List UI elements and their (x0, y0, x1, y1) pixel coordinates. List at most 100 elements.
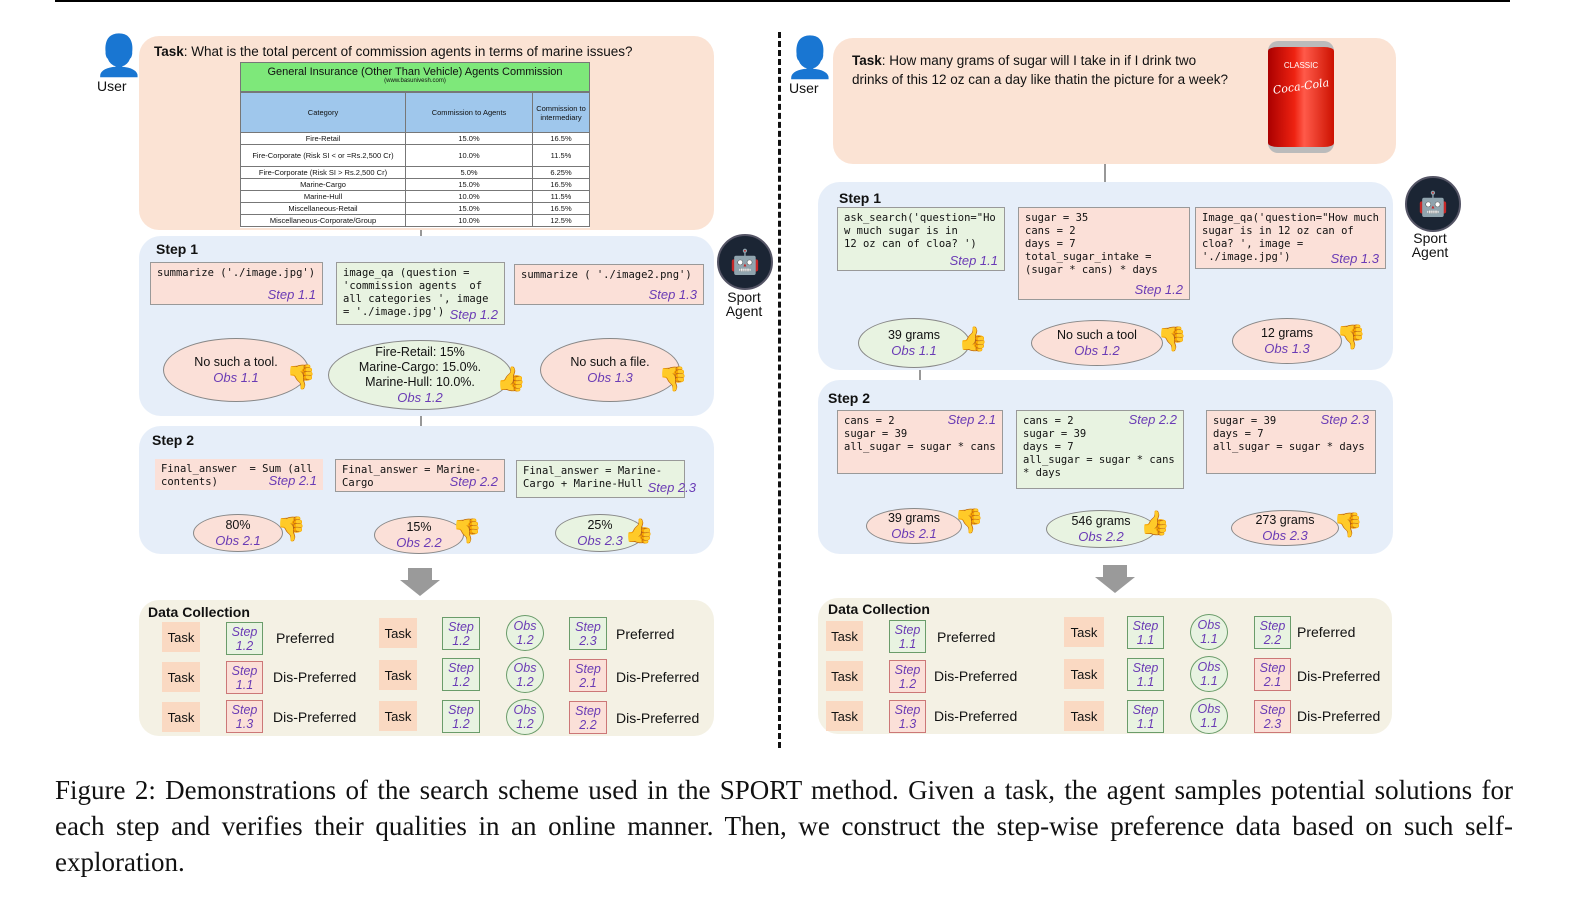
preference-label: Dis-Preferred (1297, 708, 1381, 724)
user-label: User (789, 80, 819, 96)
task-chip: Task (826, 701, 863, 731)
thumbs-down-icon: 👎 (452, 518, 482, 545)
preference-label: Dis-Preferred (934, 708, 1018, 724)
thumbs-down-icon: 👎 (276, 516, 306, 543)
commission-table: Category Commission to Agents Commission… (240, 92, 590, 227)
step-label: Step 1.2 (1134, 282, 1183, 297)
thumbs-up-icon: 👍 (958, 326, 988, 353)
thumbs-down-icon: 👎 (1333, 512, 1363, 539)
step-label: Step 1.3 (648, 287, 697, 302)
observation-ellipse: No such a file.Obs 1.3 (540, 338, 680, 402)
observation-ellipse: 80%Obs 2.1 (193, 514, 283, 552)
top-rule (55, 0, 1510, 2)
preference-label: Dis-Preferred (616, 710, 700, 726)
observation-ellipse: 15%Obs 2.2 (374, 516, 464, 554)
thumbs-up-icon: 👍 (624, 518, 654, 545)
task-chip: Task (162, 702, 200, 732)
action-box: ask_search('question="Ho w much sugar is… (837, 207, 1005, 271)
table-header: Category (240, 92, 406, 133)
step-label: Step 1.2 (449, 307, 498, 322)
task-chip: Task (1064, 701, 1104, 731)
preference-label: Preferred (616, 626, 675, 642)
thumbs-down-icon: 👎 (658, 366, 688, 393)
action-box: cans = 2 sugar = 39 days = 7 all_sugar =… (1016, 410, 1184, 489)
preference-label: Dis-Preferred (273, 709, 357, 725)
left-step2-title: Step 2 (152, 432, 195, 448)
preference-label: Dis-Preferred (934, 668, 1018, 684)
task-chip: Task (379, 660, 417, 690)
task-chip: Task (162, 662, 200, 692)
observation-ellipse: Fire-Retail: 15% Marine-Cargo: 15.0%. Ma… (328, 340, 512, 410)
action-box: cans = 2 sugar = 39 all_sugar = sugar * … (837, 410, 1003, 474)
left-task-text: Task: What is the total percent of commi… (154, 44, 633, 59)
figure-caption: Figure 2: Demonstrations of the search s… (55, 775, 1513, 877)
thumbs-up-icon: 👍 (496, 366, 526, 393)
panel-divider (778, 32, 781, 748)
step-label: Step 2.1 (947, 412, 996, 427)
user-icon: 👤 (94, 34, 144, 78)
observation-ellipse: 25%Obs 2.3 (555, 514, 645, 552)
thumbs-down-icon: 👎 (1157, 326, 1187, 353)
right-data-title: Data Collection (828, 601, 930, 617)
sport-agent-icon: 🤖 (717, 234, 773, 290)
step-label: Step 2.1 (268, 473, 317, 488)
user-label: User (97, 78, 127, 94)
step-label: Step 2.3 (647, 480, 696, 495)
preference-label: Dis-Preferred (273, 669, 357, 685)
step-label: Step 1.1 (267, 287, 316, 302)
table-header: Commission to intermediary (532, 92, 590, 133)
step-label: Step 2.3 (1320, 412, 1369, 427)
preference-label: Preferred (937, 629, 996, 645)
observation-ellipse: No such a tool.Obs 1.1 (163, 338, 309, 402)
preference-label: Dis-Preferred (1297, 668, 1381, 684)
action-box: image_qa (question = 'commission agents … (336, 262, 505, 325)
task-chip: Task (826, 661, 863, 691)
table-header: Commission to Agents (405, 92, 533, 133)
step-label: Step 2.2 (1128, 412, 1177, 427)
task-chip: Task (379, 701, 417, 731)
commission-table-image: General Insurance (Other Than Vehicle) A… (240, 62, 590, 228)
thumbs-down-icon: 👎 (286, 364, 316, 391)
table-row: Fire-Corporate (Risk SI > Rs.2,500 Cr)5.… (240, 166, 590, 179)
task-chip: Task (162, 622, 200, 652)
action-box: sugar = 35 cans = 2 days = 7 total_sugar… (1018, 207, 1190, 300)
table-title: General Insurance (Other Than Vehicle) A… (267, 66, 563, 78)
cola-can-image: CLASSIC Coca-Cola (1268, 41, 1334, 153)
step-label: Step 1.3 (1330, 251, 1379, 266)
step-label: Step 1.1 (949, 253, 998, 268)
action-box: summarize ( './image2.png')Step 1.3 (514, 264, 704, 305)
action-box: sugar = 39 days = 7 all_sugar = sugar * … (1206, 410, 1376, 474)
thumbs-down-icon: 👎 (954, 508, 984, 535)
task-chip: Task (1064, 617, 1104, 647)
right-step1-title: Step 1 (839, 190, 882, 206)
sport-agent-icon: 🤖 (1405, 176, 1461, 232)
left-step1-title: Step 1 (156, 241, 199, 257)
action-box: Image_qa('question="How much sugar is in… (1195, 207, 1386, 269)
right-step2-title: Step 2 (828, 390, 871, 406)
